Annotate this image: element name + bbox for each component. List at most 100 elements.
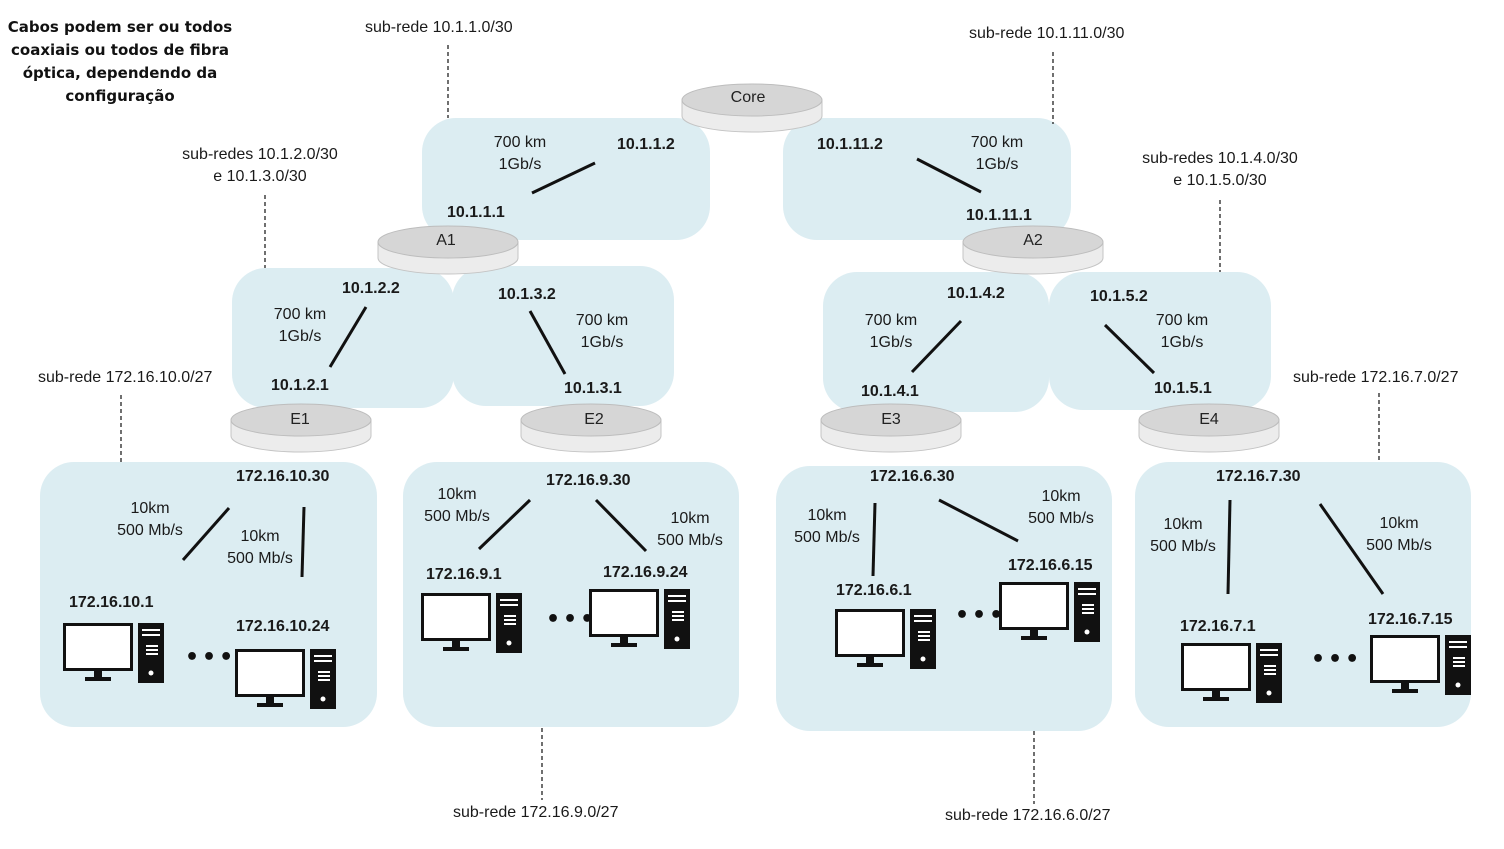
cable-e1-host-first	[181, 507, 231, 561]
subnet-label-a2-line2: e 10.1.5.0/30	[1173, 172, 1267, 189]
cable-a1-e2	[528, 310, 567, 375]
cable-note-line: configuração	[65, 87, 175, 105]
lan-e4-host-last-ip: 172.16.7.15	[1368, 611, 1453, 628]
link-distance: 10km	[1163, 516, 1203, 533]
link-speed: 1Gb/s	[869, 334, 913, 351]
lan-e1-gateway-ip: 172.16.10.30	[236, 468, 330, 485]
link-panel-a2-e3	[823, 272, 1049, 412]
lan-e1-host-first-ip: 172.16.10.1	[69, 594, 154, 611]
lan-e2-ellipsis: •••	[546, 607, 598, 632]
subnet-label-a2-line1: sub-redes 10.1.4.0/30	[1142, 150, 1298, 167]
cable-note-line: coaxiais ou todos de fibra	[11, 41, 229, 59]
cable-a2-e4	[1103, 323, 1156, 375]
lan-e3-ellipsis: •••	[955, 603, 1007, 628]
computer-icon	[421, 593, 522, 653]
subnet-label-lan-e4: sub-rede 172.16.7.0/27	[1293, 369, 1459, 386]
router-core	[681, 83, 823, 133]
link-distance: 700 km	[1155, 312, 1209, 329]
lan-e2-host-first-ip: 172.16.9.1	[426, 566, 502, 583]
subnet-label-a1-line1: sub-redes 10.1.2.0/30	[182, 146, 338, 163]
link-speed: 500 Mb/s	[1028, 510, 1094, 527]
link-distance: 10km	[1041, 488, 1081, 505]
computer-icon	[589, 589, 690, 649]
cable-e2-host-last	[594, 498, 648, 553]
lan-e1-host-last-ip: 172.16.10.24	[236, 618, 330, 635]
lan-e3-left-link: 10km 500 Mb/s	[777, 505, 877, 549]
link-distance: 10km	[437, 486, 477, 503]
link-distance: 10km	[130, 500, 170, 517]
router-a2-label: A2	[1023, 232, 1043, 249]
link-panel-a1-e2	[452, 266, 674, 406]
ip-a2-e4-top: 10.1.5.2	[1090, 288, 1148, 305]
lan-e1-left-link: 10km 500 Mb/s	[100, 498, 200, 542]
link-speed: 1Gb/s	[278, 328, 322, 345]
link-panel-core-a2	[783, 118, 1071, 240]
cable-note-line: óptica, dependendo da	[22, 64, 218, 82]
lan-e3-host-first-ip: 172.16.6.1	[836, 582, 912, 599]
link-info-a2-e3: 700 km 1Gb/s	[841, 310, 941, 354]
subnet-label-a1: sub-redes 10.1.2.0/30 e 10.1.3.0/30	[160, 144, 360, 188]
router-e1	[230, 403, 372, 453]
lan-e2-host-last-ip: 172.16.9.24	[603, 564, 688, 581]
cable-note-line: Cabos podem ser ou todos	[7, 18, 233, 36]
link-distance: 700 km	[575, 312, 629, 329]
computer-icon	[235, 649, 336, 709]
ip-a1-e1-top: 10.1.2.2	[342, 280, 400, 297]
link-speed: 500 Mb/s	[227, 550, 293, 567]
link-speed: 1Gb/s	[975, 156, 1019, 173]
ip-a1-e2-bottom: 10.1.3.1	[564, 380, 622, 397]
router-e1-label: E1	[290, 411, 310, 428]
link-distance: 700 km	[864, 312, 918, 329]
computer-icon	[1370, 635, 1471, 695]
subnet-label-core-a1: sub-rede 10.1.1.0/30	[365, 19, 513, 36]
link-speed: 500 Mb/s	[424, 508, 490, 525]
computer-icon	[1181, 643, 1282, 703]
cable-note: Cabos podem ser ou todos coaxiais ou tod…	[0, 16, 240, 108]
cable-a1-e1	[328, 306, 368, 368]
ip-a1-e2-top: 10.1.3.2	[498, 286, 556, 303]
subnet-label-lan-e2: sub-rede 172.16.9.0/27	[453, 804, 619, 821]
lan-e1-ellipsis: •••	[185, 645, 237, 670]
lan-e4-gateway-ip: 172.16.7.30	[1216, 468, 1301, 485]
link-distance: 700 km	[493, 134, 547, 151]
ip-a2-e3-bottom: 10.1.4.1	[861, 383, 919, 400]
link-speed: 500 Mb/s	[657, 532, 723, 549]
lan-e4-left-link: 10km 500 Mb/s	[1133, 514, 1233, 558]
link-speed: 500 Mb/s	[1366, 537, 1432, 554]
computer-icon	[999, 582, 1100, 642]
cable-e4-host-first	[1226, 499, 1232, 595]
lan-e2-left-link: 10km 500 Mb/s	[407, 484, 507, 528]
router-e4-label: E4	[1199, 411, 1219, 428]
ip-core-a2-bottom: 10.1.11.1	[966, 207, 1032, 224]
router-e2	[520, 403, 662, 453]
link-info-core-a1: 700 km 1Gb/s	[470, 132, 570, 176]
lan-e2-right-link: 10km 500 Mb/s	[640, 508, 740, 552]
cable-e2-host-first	[477, 498, 532, 551]
cable-e3-host-first	[871, 502, 877, 577]
ip-core-a2-top: 10.1.11.2	[817, 136, 883, 153]
link-speed: 500 Mb/s	[117, 522, 183, 539]
lan-e4-right-link: 10km 500 Mb/s	[1349, 513, 1449, 557]
subnet-label-lan-e3: sub-rede 172.16.6.0/27	[945, 807, 1111, 824]
lan-e3-host-last-ip: 172.16.6.15	[1008, 557, 1093, 574]
link-panel-a1-e1	[232, 268, 454, 408]
link-panel-core-a1	[422, 118, 710, 240]
ip-core-a1-bottom: 10.1.1.1	[447, 204, 505, 221]
cable-core-a2	[916, 157, 982, 194]
lan-e2-gateway-ip: 172.16.9.30	[546, 472, 631, 489]
link-info-a1-e1: 700 km 1Gb/s	[250, 304, 350, 348]
ip-a2-e4-bottom: 10.1.5.1	[1154, 380, 1212, 397]
cable-e4-host-last	[1318, 503, 1385, 595]
ip-a1-e1-bottom: 10.1.2.1	[271, 377, 329, 394]
link-speed: 500 Mb/s	[1150, 538, 1216, 555]
router-e3-label: E3	[881, 411, 901, 428]
router-core-label: Core	[730, 89, 766, 106]
link-speed: 1Gb/s	[498, 156, 542, 173]
lan-e1-right-link: 10km 500 Mb/s	[210, 526, 310, 570]
lan-e3-right-link: 10km 500 Mb/s	[1011, 486, 1111, 530]
ip-a2-e3-top: 10.1.4.2	[947, 285, 1005, 302]
subnet-label-a1-line2: e 10.1.3.0/30	[213, 168, 307, 185]
computer-icon	[63, 623, 164, 683]
link-distance: 10km	[240, 528, 280, 545]
cable-core-a1	[531, 161, 596, 195]
